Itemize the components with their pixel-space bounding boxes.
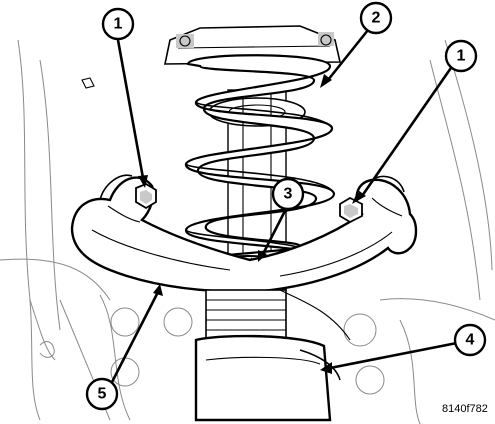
arrowhead-1-left	[138, 175, 148, 188]
spring-seat-upper	[164, 25, 341, 65]
callout-2: 2	[359, 1, 393, 35]
callout-1-right: 1	[444, 39, 478, 73]
lower-strut-assembly	[194, 289, 351, 422]
svg-text:4: 4	[466, 332, 475, 349]
leader-1-right	[360, 64, 455, 197]
arrowhead-3	[258, 250, 267, 262]
leader-4	[329, 340, 463, 370]
callout-3: 3	[271, 177, 305, 211]
arrowhead-4	[320, 362, 332, 374]
figure-reference: 8140f782	[442, 403, 488, 415]
leader-5	[108, 291, 160, 387]
svg-text:2: 2	[372, 10, 381, 27]
callout-4: 4	[453, 323, 487, 357]
leader-1-left	[116, 39, 145, 179]
svg-text:1: 1	[114, 16, 123, 33]
arrowhead-5	[153, 284, 163, 296]
leader-lines	[108, 29, 463, 387]
leader-2	[326, 29, 370, 81]
callout-1-left: 1	[101, 7, 135, 41]
arrowhead-2	[320, 74, 332, 88]
svg-text:3: 3	[284, 186, 293, 203]
svg-text:1: 1	[457, 48, 466, 65]
svg-text:5: 5	[98, 386, 107, 403]
nut-right	[339, 196, 363, 224]
nut-left	[135, 182, 157, 210]
arrowhead-1-right	[352, 190, 366, 204]
callout-5: 5	[85, 377, 119, 411]
leader-3	[261, 204, 290, 255]
